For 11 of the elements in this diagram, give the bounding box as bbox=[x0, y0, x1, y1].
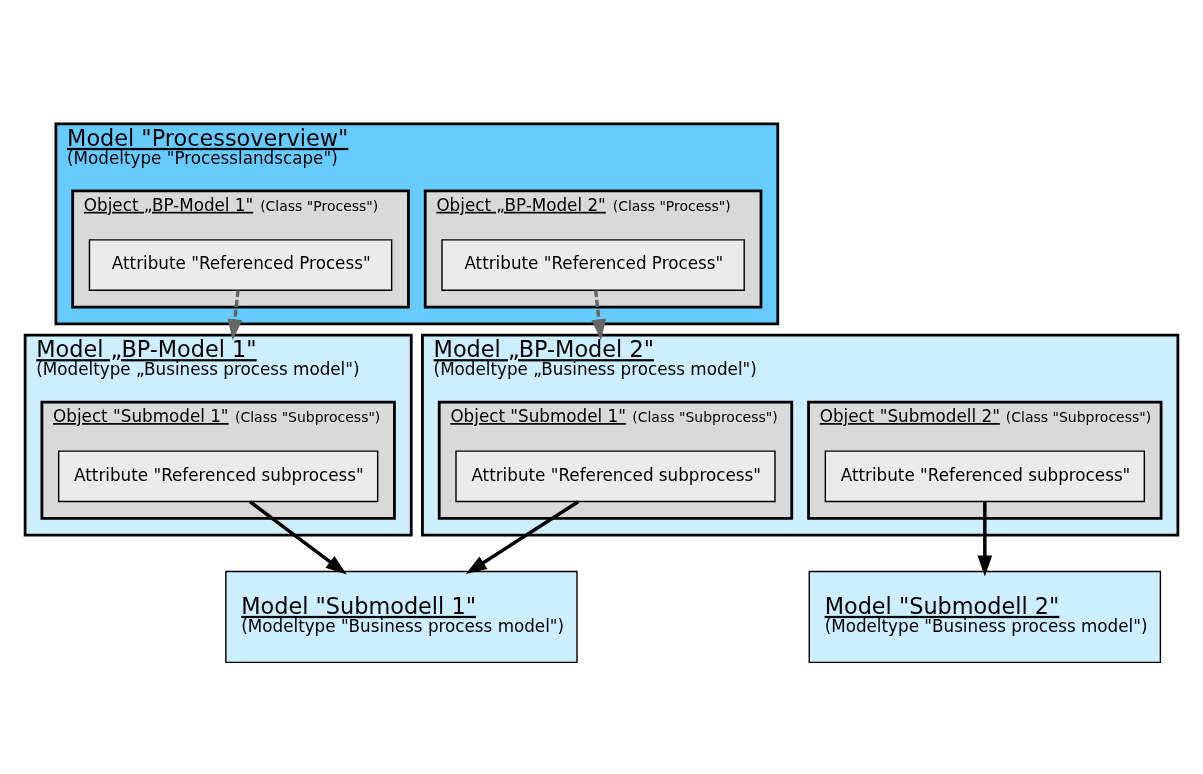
node-box: Attribute "Referenced subprocess" bbox=[824, 449, 1145, 502]
node-box: Attribute "Referenced subprocess" bbox=[58, 449, 379, 502]
node-box: Model "Submodell 2" (Modeltype "Business process model") bbox=[808, 570, 1162, 663]
arrow bbox=[977, 501, 993, 577]
node-box: Attribute "Referenced Process" bbox=[441, 238, 745, 291]
node-box: Model "Submodell 1" (Modeltype "Business process model") bbox=[225, 570, 578, 663]
arrow bbox=[249, 499, 347, 574]
node-box: Attribute "Referenced Process" bbox=[88, 238, 393, 291]
arrow bbox=[227, 289, 243, 340]
arrow bbox=[591, 289, 607, 340]
node-box: Attribute "Referenced subprocess" bbox=[455, 449, 776, 502]
